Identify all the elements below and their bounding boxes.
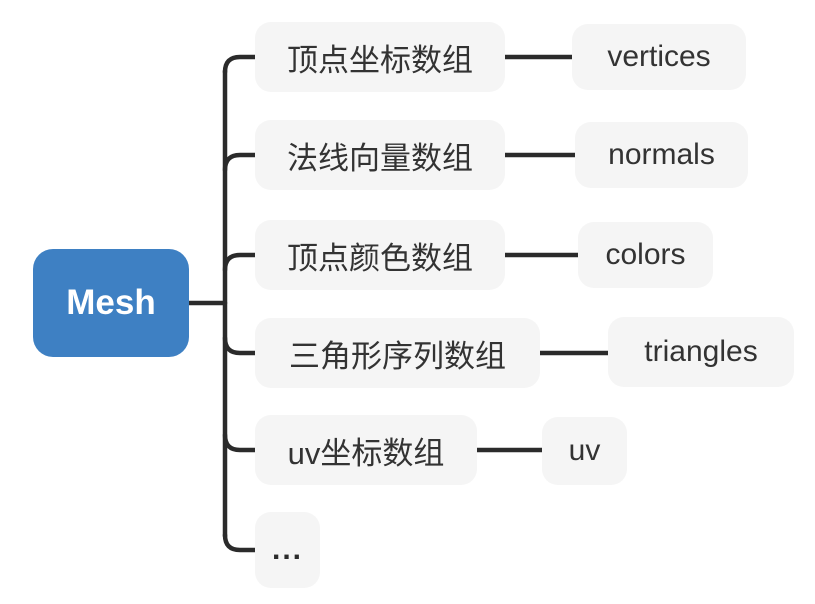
branch-node-triangle-sequence[interactable]: 三角形序列数组: [255, 318, 540, 388]
branch-node-uv-coords[interactable]: uv坐标数组: [255, 415, 477, 485]
branch-node-vertex-coords[interactable]: 顶点坐标数组: [255, 22, 505, 92]
branch-node-vertex-colors[interactable]: 顶点颜色数组: [255, 220, 505, 290]
link-branch-6: [222, 532, 258, 553]
leaf-node-normals[interactable]: normals: [575, 122, 748, 188]
link-branch-2: [222, 152, 258, 173]
branch-node-ellipsis[interactable]: ...: [255, 512, 320, 588]
leaf-node-vertices[interactable]: vertices: [572, 24, 746, 90]
link-branch-5: [222, 432, 258, 453]
leaf-node-uv[interactable]: uv: [542, 417, 627, 485]
link-branch-3: [222, 252, 258, 273]
leaf-node-triangles[interactable]: triangles: [608, 317, 794, 387]
link-branch-1: [222, 54, 258, 75]
link-branch-4: [222, 335, 258, 356]
leaf-node-colors[interactable]: colors: [578, 222, 713, 288]
branch-node-normal-vectors[interactable]: 法线向量数组: [255, 120, 505, 190]
root-node-mesh[interactable]: Mesh: [33, 249, 189, 357]
